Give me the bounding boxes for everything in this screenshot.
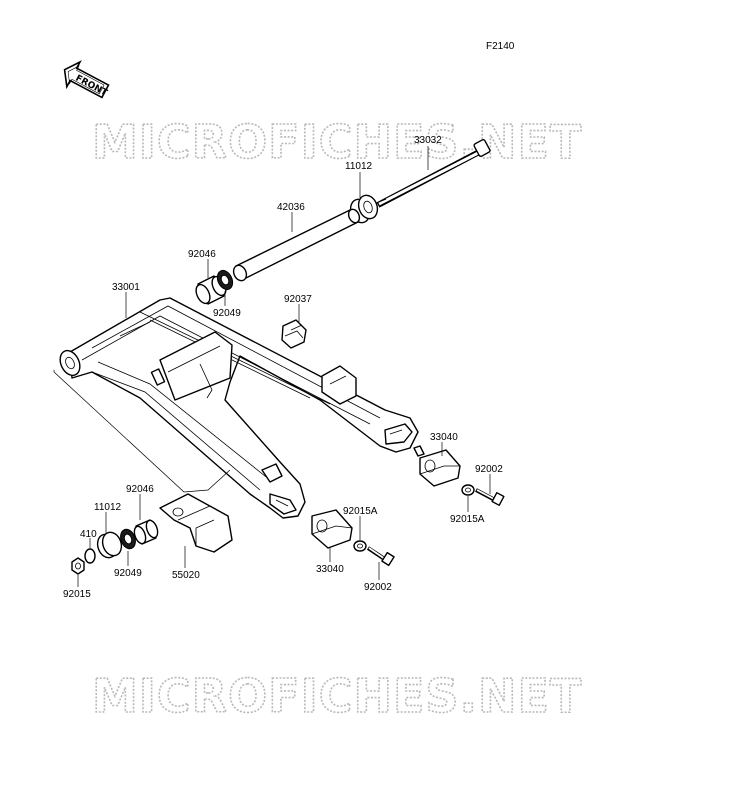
part-label: 92049 [114, 568, 142, 579]
watermark-bottom: MICROFICHES.NET [92, 669, 582, 723]
chain-guide-cap [281, 319, 307, 349]
part-label: 92049 [213, 308, 241, 319]
chain-adjuster-left [311, 509, 353, 549]
part-label: 11012 [94, 502, 122, 513]
figure-code: F2140 [486, 41, 515, 52]
washer-410 [84, 548, 96, 564]
needle-bearing-top [216, 269, 234, 291]
watermark-top: MICROFICHES.NET [92, 115, 582, 169]
part-label: 55020 [172, 570, 200, 581]
part-label: 92015 [63, 589, 91, 600]
nut-92015 [71, 557, 85, 575]
washer-right [461, 484, 475, 496]
washer-left [353, 540, 367, 552]
chain-guide [159, 493, 233, 553]
adjuster-bolt-right [475, 488, 505, 506]
part-label: 92002 [475, 464, 503, 475]
part-label: 42036 [277, 202, 305, 213]
part-label: 92015A [343, 506, 378, 517]
part-label: 92046 [188, 249, 216, 260]
needle-bearing-lower [120, 528, 136, 550]
oil-seal-lower [96, 531, 123, 559]
part-label: 33040 [316, 564, 344, 575]
part-label: 92002 [364, 582, 392, 593]
part-label: 33001 [112, 282, 140, 293]
swing-arm [59, 297, 419, 519]
part-label: 92037 [284, 294, 312, 305]
part-label: 33032 [414, 135, 442, 146]
part-labels: 33032 11012 42036 92046 92049 92037 3300… [63, 135, 503, 600]
bushing-lower [133, 519, 159, 545]
part-label: 92046 [126, 484, 154, 495]
leader-lines [53, 146, 491, 587]
part-label: 33040 [430, 432, 458, 443]
pivot-sleeve [232, 208, 361, 282]
chain-adjuster-right [413, 445, 461, 487]
bushing-top [195, 275, 227, 305]
part-label: 410 [80, 529, 97, 540]
part-label: 92015A [450, 514, 485, 525]
adjuster-bolt-left [366, 546, 395, 567]
front-arrow-icon: FRONT [63, 60, 110, 99]
part-label: 11012 [345, 161, 373, 172]
